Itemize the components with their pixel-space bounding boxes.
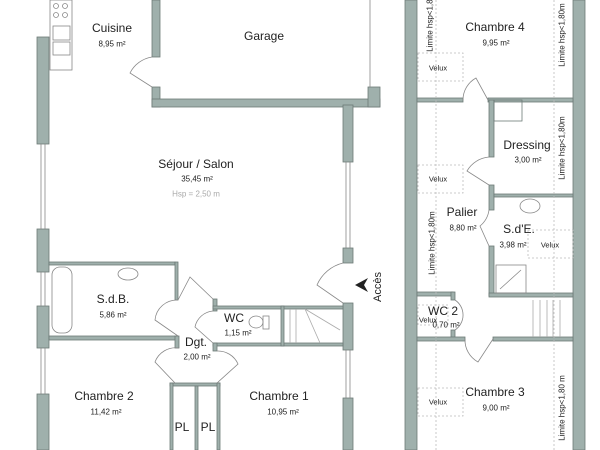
walls [36, 0, 586, 450]
room-name-wc: WC [224, 311, 244, 325]
room-area-sejour: 35,45 m² [181, 174, 213, 184]
room-area-dgt: 2,00 m² [183, 352, 211, 362]
velux-label: Velux [428, 397, 448, 407]
height-limit-label: Limite hsp<1,80m [425, 0, 435, 52]
room-name-garage: Garage [243, 29, 285, 43]
room-area-sdb: 5,86 m² [99, 310, 127, 320]
room-name-dressing: Dressing [503, 138, 551, 152]
room-name-sejour: Séjour / Salon [158, 157, 234, 171]
height-limit-label: Limite hsp<1,80m [557, 3, 567, 67]
closet-label: PL [174, 420, 190, 434]
room-name-palier: Palier [446, 205, 478, 219]
room-name-chambre-4: Chambre 4 [465, 20, 525, 34]
height-limit-label: Limite hsp<1,80m [557, 116, 567, 180]
room-area-wc-2: 0,70 m² [432, 320, 460, 330]
velux-label: Velux [540, 240, 560, 250]
velux-label: Velux [418, 315, 438, 325]
access-label: Accès [372, 272, 384, 302]
room-height-sejour: Hsp = 2,50 m [172, 189, 220, 199]
room-area-chambre-1: 10,95 m² [267, 407, 299, 417]
access-arrow-icon [355, 278, 368, 292]
room-area-chambre-4: 9,95 m² [482, 38, 510, 48]
room-area-palier: 8,80 m² [449, 223, 477, 233]
room-area-dressing: 3,00 m² [514, 155, 542, 165]
room-area-sde: 3,98 m² [499, 240, 527, 250]
velux-label: Velux [428, 174, 448, 184]
room-name-wc-2: WC 2 [428, 304, 458, 318]
room-name-chambre-3: Chambre 3 [465, 385, 525, 399]
fixtures [40, 0, 574, 450]
room-name-sde: S.d'E. [503, 222, 535, 236]
room-name-cuisine: Cuisine [91, 21, 133, 35]
room-name-dgt: Dgt. [184, 335, 208, 349]
room-area-wc: 1,15 m² [224, 328, 252, 338]
height-limit-label: Limite hsp<1,80m [427, 211, 437, 275]
room-name-chambre-2: Chambre 2 [74, 389, 134, 403]
room-area-chambre-2: 11,42 m² [90, 407, 122, 417]
velux-label: Velux [428, 63, 448, 73]
closet-label: PL [200, 420, 216, 434]
height-limit-label: Limite hsp<1,80 m [557, 375, 567, 441]
room-area-chambre-3: 9,00 m² [482, 403, 510, 413]
room-name-chambre-1: Chambre 1 [249, 389, 309, 403]
room-area-cuisine: 8,95 m² [98, 39, 126, 49]
room-name-sdb: S.d.B. [96, 292, 130, 306]
